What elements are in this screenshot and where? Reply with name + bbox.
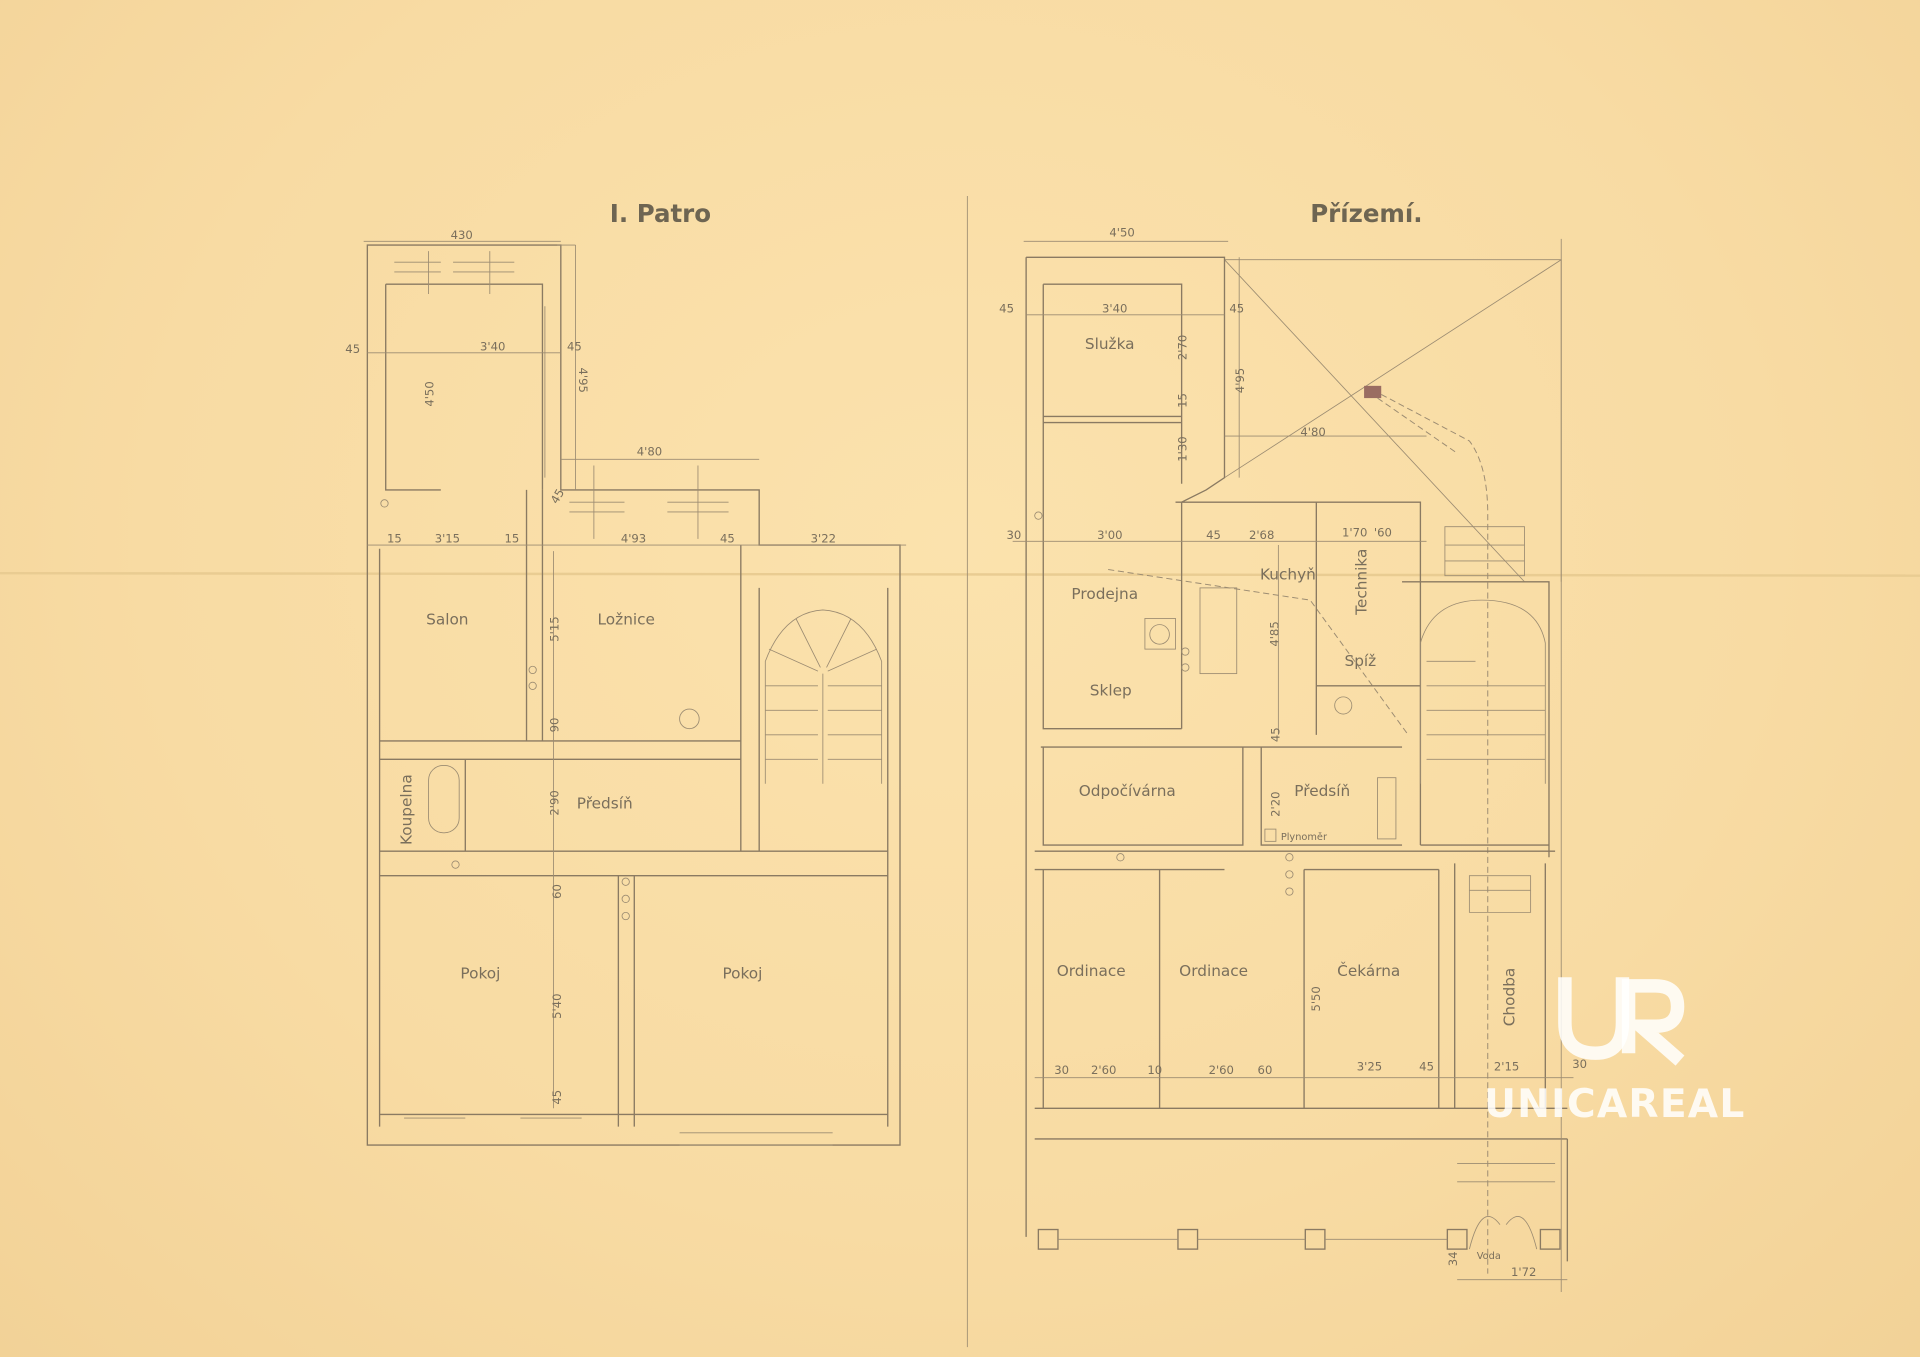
- dim-label: '60: [1374, 525, 1392, 539]
- dim-label: 45: [1419, 1059, 1434, 1073]
- dim-label: 5'50: [1309, 986, 1323, 1011]
- dim-label: 4'85: [1267, 621, 1281, 646]
- bathtub-icon: [428, 765, 460, 834]
- dim-label: 45: [720, 532, 735, 546]
- dim-label: 4'93: [621, 532, 646, 546]
- watermark: UNICAREAL: [1484, 977, 1745, 1127]
- gas-meter-icon: [1264, 828, 1277, 842]
- dim-label: 15: [504, 532, 519, 546]
- dim-label: 4'80: [637, 445, 662, 459]
- staircase: [764, 609, 883, 784]
- room-label-sklep: Sklep: [1090, 682, 1132, 700]
- dim-label: 2'68: [1249, 528, 1274, 542]
- dim-label: 15: [1176, 393, 1190, 408]
- dim-label: 45: [999, 301, 1014, 315]
- dim-label: 1'70: [1342, 525, 1367, 539]
- dim-label: 2'20: [1269, 791, 1283, 816]
- room-label-pokoj-right: Pokoj: [722, 965, 762, 983]
- label-plynomer: Plynoměr: [1281, 831, 1328, 843]
- dim-label: 60: [550, 884, 564, 899]
- dim-label: 34: [1446, 1251, 1460, 1266]
- toilet-icon: [1334, 696, 1353, 715]
- dim-label: 2'70: [1176, 335, 1190, 360]
- sink-icon: [1149, 624, 1170, 645]
- dim-label: 1'30: [1176, 436, 1190, 461]
- room-label-odpocivarna: Odpočívárna: [1079, 782, 1176, 800]
- dim-label: 30: [1054, 1063, 1069, 1077]
- dim-label: 2'60: [1091, 1063, 1116, 1077]
- dim-label: 3'25: [1357, 1059, 1382, 1073]
- room-label-spiz: Spíž: [1344, 652, 1376, 670]
- dim-label: 60: [1258, 1063, 1273, 1077]
- watermark-brand: UNICAREAL: [1484, 1082, 1745, 1127]
- dim-label: 1'72: [1511, 1265, 1536, 1279]
- dim-label: 5'40: [550, 994, 564, 1019]
- dim-label: 5'15: [547, 616, 561, 641]
- room-label-ordinace-1: Ordinace: [1057, 962, 1126, 980]
- dim-label: 4'95: [576, 367, 590, 392]
- dim-label: 2'60: [1209, 1063, 1234, 1077]
- room-label-cekarna: Čekárna: [1337, 961, 1400, 980]
- paper-fold: [0, 571, 1920, 577]
- first-floor-title: I. Patro: [610, 199, 711, 228]
- room-label-predsin: Předsíň: [1294, 782, 1350, 800]
- room-label-sluzka: Služka: [1085, 335, 1135, 353]
- dim-label: 45: [1269, 727, 1283, 742]
- unicareal-logo-icon: [1558, 977, 1685, 1066]
- dim-label: 90: [547, 718, 561, 733]
- dim-label: 45: [1229, 301, 1244, 315]
- room-label-predsin: Předsíň: [577, 794, 633, 812]
- dim-label: 3'40: [480, 339, 505, 353]
- room-label-prodejna: Prodejna: [1071, 585, 1138, 603]
- dim-label: 45: [345, 342, 360, 356]
- dim-label: 2'90: [547, 790, 561, 815]
- dim-label: 30: [1572, 1057, 1587, 1071]
- dim-label: 45: [1206, 528, 1221, 542]
- dim-label: 3'00: [1097, 528, 1122, 542]
- dim-label: 30: [1007, 528, 1022, 542]
- dim-label: 4'50: [422, 381, 436, 406]
- dim-label: 45: [567, 339, 582, 353]
- dim-label: 3'15: [435, 532, 460, 546]
- dim-label: 15: [387, 532, 402, 546]
- room-label-technika: Technika: [1353, 549, 1371, 616]
- label-voda: Voda: [1477, 1251, 1501, 1262]
- room-label-chodba: Chodba: [1501, 968, 1519, 1027]
- room-label-ordinace-2: Ordinace: [1179, 962, 1248, 980]
- dim-label: 4'50: [1109, 225, 1134, 239]
- dim-label: 10: [1147, 1063, 1162, 1077]
- room-label-pokoj-left: Pokoj: [460, 965, 500, 983]
- room-label-kuchyn: Kuchyň: [1260, 565, 1316, 583]
- stove-icon: [1199, 587, 1238, 675]
- room-label-loznice: Ložnice: [598, 611, 655, 629]
- dim-label: 45: [548, 486, 568, 506]
- dim-label: 4'95: [1233, 368, 1247, 393]
- room-label-koupelna: Koupelna: [397, 774, 415, 845]
- drain-icon: [1364, 385, 1382, 399]
- dim-label: 4'80: [1300, 425, 1325, 439]
- dim-label: 3'40: [1102, 301, 1127, 315]
- staircase: [1419, 526, 1556, 1183]
- ground-floor-title: Přízemí.: [1310, 199, 1422, 228]
- toilet-icon: [679, 708, 700, 730]
- first-floor-plan: I. Patro Salon Ložnice Koupelna Předsíň …: [345, 199, 907, 1146]
- ground-floor-plan: Přízemí. Služka Prodejna: [999, 199, 1587, 1292]
- room-label-salon: Salon: [426, 611, 468, 629]
- dim-label: 430: [451, 228, 473, 242]
- dim-label: 45: [550, 1090, 564, 1105]
- dim-label: 3'22: [811, 532, 836, 546]
- dim-label: 2'15: [1494, 1059, 1519, 1073]
